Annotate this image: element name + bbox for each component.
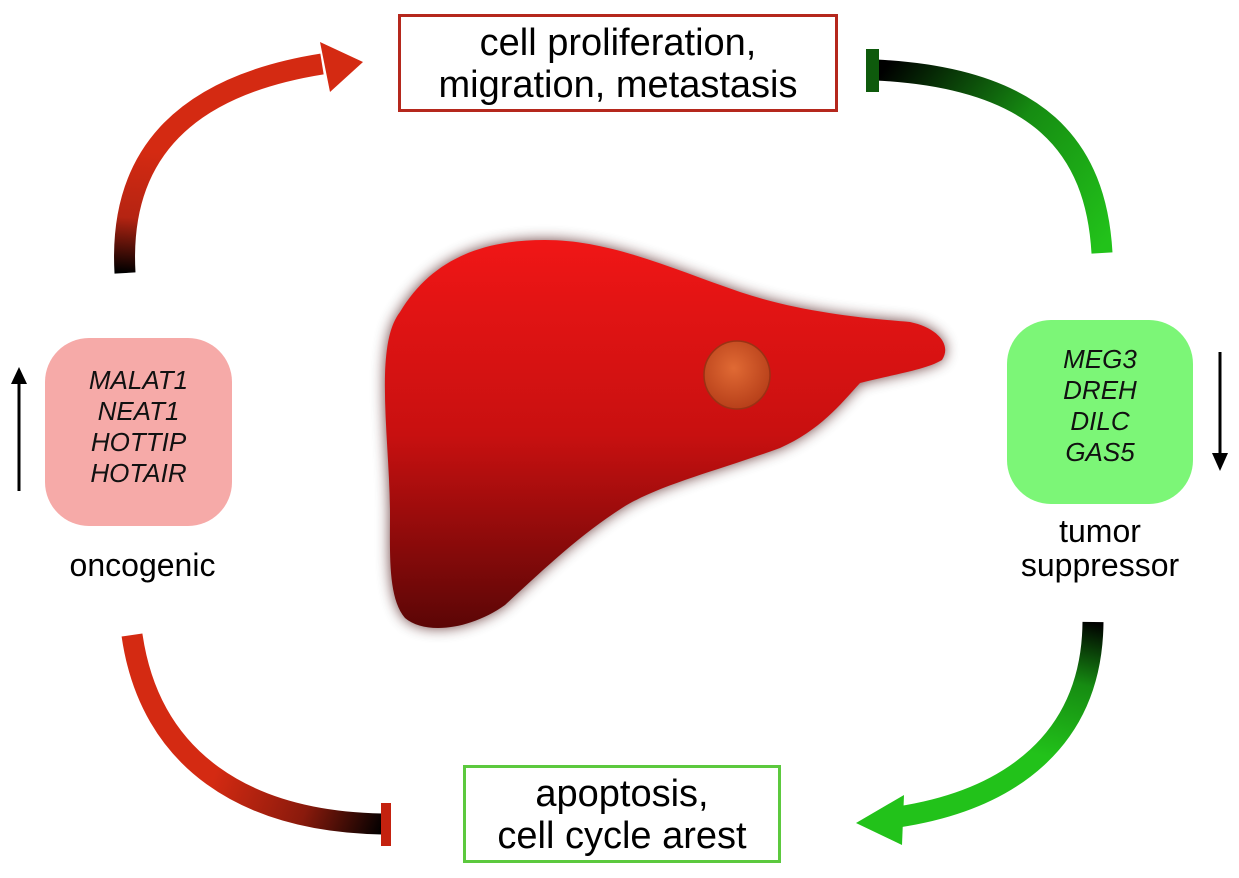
liver-with-tumor-icon [384,240,946,628]
tumor-suppressor-label: tumor suppressor [995,514,1205,582]
oncogenic-gene: MALAT1 [88,365,189,395]
suppressor-gene: DREH [1063,375,1137,405]
oncogenic-gene-box: MALAT1 NEAT1 HOTTIP HOTAIR [45,338,232,526]
green-arrowhead [856,795,904,845]
red-arrowhead [320,42,363,92]
liver-shape [384,240,946,628]
apoptosis-line-1: apoptosis, [535,773,709,815]
green-inhibition-bar [866,49,879,92]
oncogenic-label: oncogenic [40,548,245,582]
suppressor-label-line-1: tumor [1059,513,1141,549]
proliferation-line-1: cell proliferation, [479,22,757,64]
oncogenic-label-text: oncogenic [69,547,216,583]
suppressor-gene: MEG3 [1063,344,1137,374]
red-inhibition-bar [381,803,391,846]
proliferation-line-2: migration, metastasis [438,64,798,106]
tumor-suppressor-gene-box: MEG3 DREH DILC GAS5 [1007,320,1193,504]
upregulation-arrowhead [11,367,27,384]
apoptosis-line-2: cell cycle arest [497,815,747,857]
suppressor-gene: DILC [1070,406,1130,436]
suppressor-gene: GAS5 [1065,437,1135,467]
suppressor-to-apoptosis-arrow [896,621,1104,828]
oncogenic-gene: NEAT1 [97,396,180,426]
suppressor-inhibits-proliferation-arrow [875,59,1113,254]
downregulation-arrowhead [1212,453,1228,471]
proliferation-outcome-box: cell proliferation, migration, metastasi… [398,14,838,112]
suppressor-label-line-2: suppressor [1020,547,1180,583]
tumor-nodule [703,340,771,410]
apoptosis-outcome-box: apoptosis, cell cycle arest [463,765,781,863]
oncogenic-gene: HOTAIR [90,458,187,488]
oncogenic-gene: HOTTIP [90,427,187,457]
oncogenic-to-proliferation-arrow [114,53,324,274]
oncogenic-inhibits-apoptosis-arrow [121,633,385,835]
